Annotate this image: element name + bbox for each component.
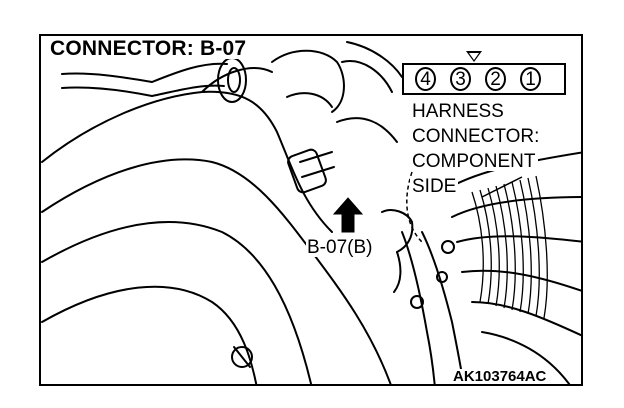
- connector-pin: 1: [520, 67, 541, 91]
- manifold-top-curve: [201, 67, 273, 93]
- description-line: CONNECTOR:: [410, 126, 542, 147]
- manifold-runner-2: [41, 285, 258, 384]
- sensor-body: [287, 148, 327, 194]
- connector-pin: 4: [415, 67, 436, 91]
- description-line: SIDE: [410, 176, 459, 197]
- pointer-arrow: [332, 197, 364, 233]
- manifold-upper-edge: [41, 90, 333, 233]
- description-line: COMPONENT: [410, 151, 538, 172]
- connector-pin: 2: [485, 67, 506, 91]
- description-line: HARNESS: [410, 101, 506, 122]
- corrugated-hose: [471, 175, 548, 319]
- connector-title: CONNECTOR: B-07: [48, 37, 249, 60]
- connector-callout-label: B-07(B): [306, 237, 374, 258]
- manifold-runner-1: [41, 221, 313, 384]
- leader-lines: [406, 171, 423, 243]
- connector-pin: 3: [450, 67, 471, 91]
- figure-id: AK103764AC: [451, 368, 549, 385]
- manifold-lower-edge: [41, 158, 392, 384]
